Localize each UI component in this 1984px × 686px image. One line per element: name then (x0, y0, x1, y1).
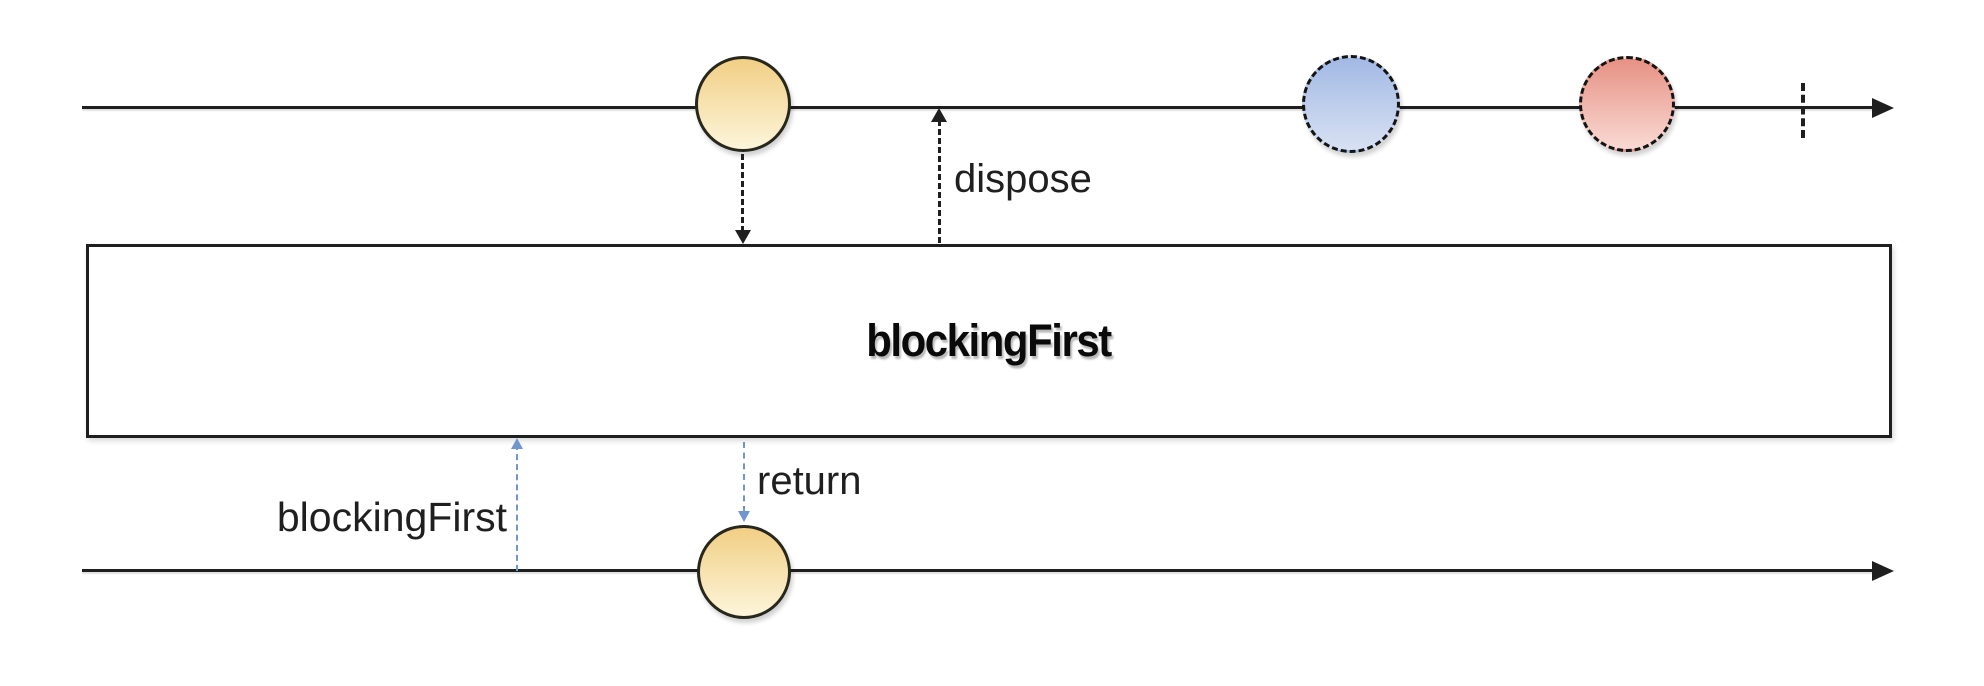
dispose-arrow-line (938, 120, 941, 243)
source-timeline-arrowhead-icon (1872, 98, 1894, 118)
return-arrow-head-icon (738, 511, 750, 522)
dispose-arrow-head-icon (931, 108, 947, 122)
call-label: blockingFirst (276, 494, 507, 540)
source-timeline (82, 106, 1872, 109)
result-timeline-arrowhead-icon (1872, 561, 1894, 581)
return-arrow-line (743, 442, 745, 512)
emit-arrow-line (741, 154, 744, 232)
emit-arrow-head-icon (735, 230, 751, 244)
operator-label: blockingFirst (866, 315, 1113, 366)
return-label: return (757, 459, 862, 503)
source-marble-yellow (695, 56, 791, 152)
call-arrow-line (516, 444, 518, 571)
result-timeline (82, 569, 1872, 572)
call-arrow-head-icon (511, 438, 523, 449)
dispose-label: dispose (954, 157, 1092, 201)
completion-tick (1801, 83, 1805, 138)
source-marble-red (1579, 56, 1675, 152)
operator-box: blockingFirst (86, 244, 1892, 438)
result-marble-yellow (697, 525, 791, 619)
source-marble-blue (1302, 55, 1400, 153)
